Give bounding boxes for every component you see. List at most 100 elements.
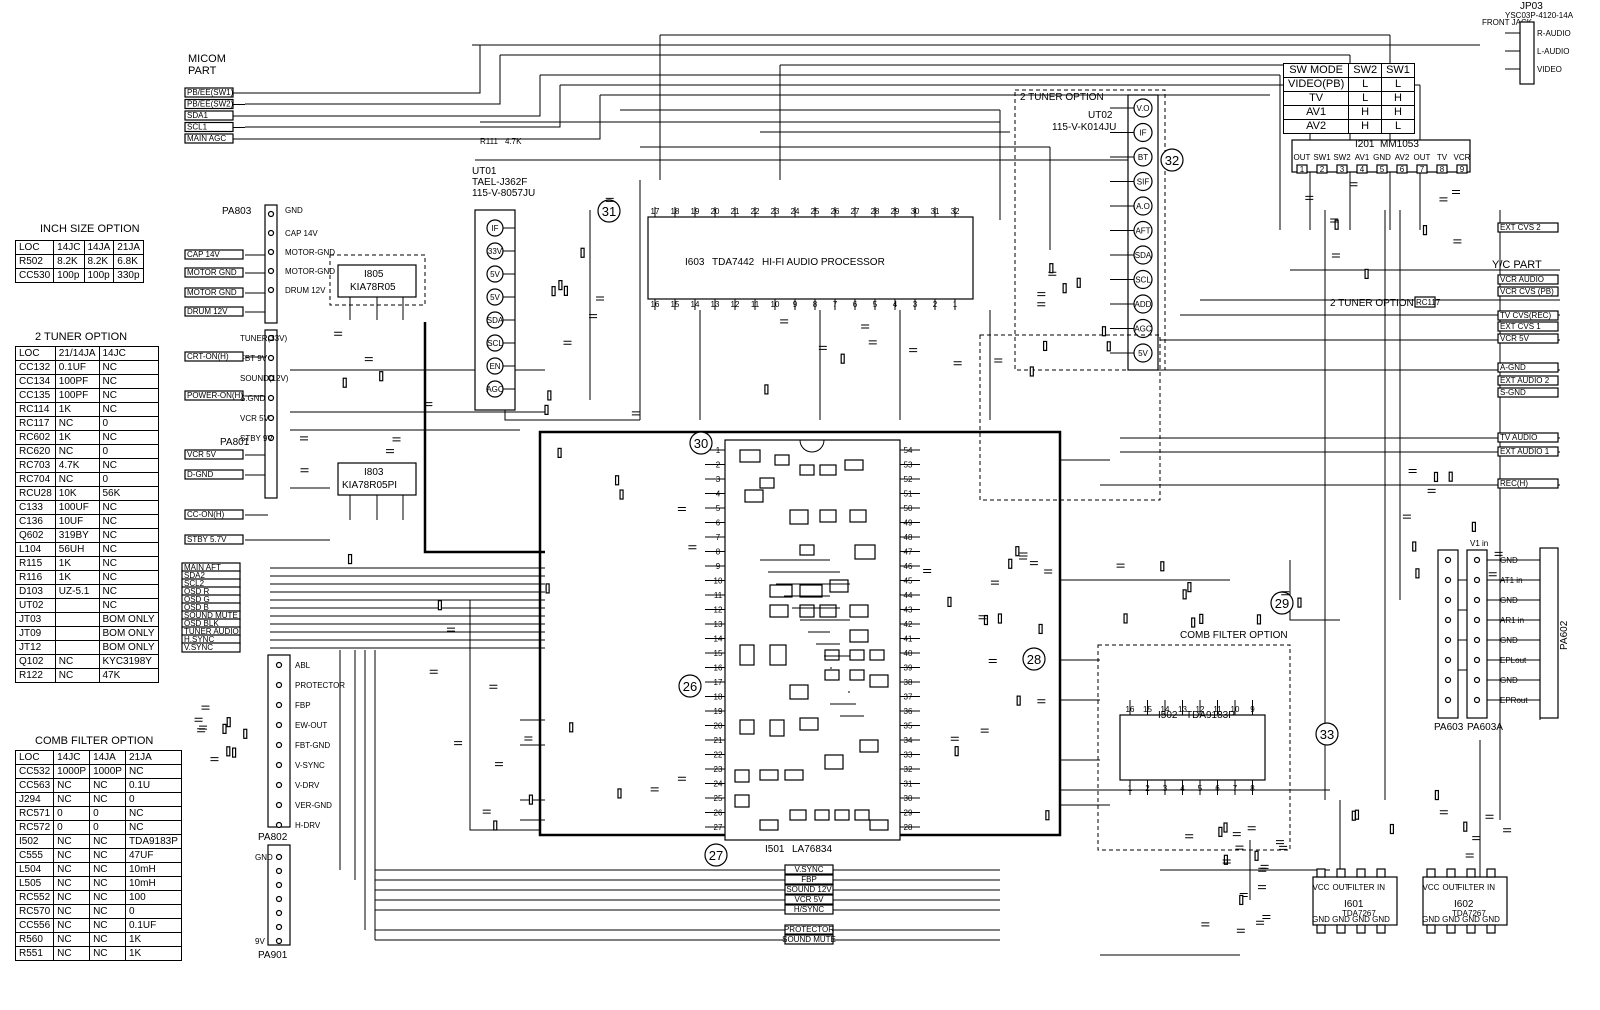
resistor	[1218, 826, 1223, 837]
pa602-body	[1539, 547, 1559, 719]
i201-pin	[1336, 164, 1348, 174]
tuner-option-row-cell: 0.1UF	[54, 360, 100, 375]
resistor	[1015, 546, 1020, 557]
i603-pin-number: 23	[771, 207, 780, 216]
connector-pin	[1473, 696, 1481, 704]
resistor	[580, 247, 585, 258]
pa603a-body	[1466, 549, 1488, 719]
resistor	[1422, 225, 1428, 236]
i201-pin-label: OUT	[1294, 153, 1311, 162]
tuner-option-row-cell: 47K	[98, 668, 159, 683]
connector-pin	[267, 210, 275, 218]
i502-pin-number: 9	[1250, 705, 1255, 714]
amp-pin	[1466, 868, 1476, 878]
i501-pin-number: 42	[904, 620, 913, 629]
amp-pin	[1376, 924, 1386, 934]
callout-number: 27	[709, 848, 723, 863]
resistor	[347, 553, 353, 565]
i501-internal-block	[834, 809, 850, 821]
inch-option-title: INCH SIZE OPTION	[40, 223, 140, 235]
i603-desc: HI-FI AUDIO PROCESSOR	[762, 257, 885, 268]
tuner-option-header-cell: 21/14JA	[54, 346, 100, 361]
tuner-option-row-cell	[54, 598, 100, 613]
i601-ref: I601	[1344, 899, 1364, 910]
comb-option-row-cell: 0	[53, 806, 91, 821]
tuner-option-row-cell: RC117	[15, 416, 56, 431]
right-signal-label: EXT CVS 1	[1500, 322, 1541, 331]
comb-option-row-cell: 0	[89, 806, 126, 821]
connector-pin-label: FBT-GND	[295, 741, 330, 750]
i201-pin-label: GND	[1373, 153, 1391, 162]
jp03-name: JP03	[1520, 1, 1543, 12]
tuner-option-row-cell: 56K	[98, 486, 159, 501]
i603-pin-number: 28	[871, 207, 880, 216]
amp-pin-label: IN	[1377, 883, 1385, 892]
comb-option-row-cell: L504	[14, 862, 55, 877]
comb-option-row-cell: NC	[53, 792, 91, 807]
inch-option-row-cell: 8.2K	[83, 254, 115, 269]
i201-pin-number: 3	[1340, 165, 1345, 174]
i501-pin-number: 38	[904, 678, 913, 687]
i603-body	[647, 216, 974, 300]
sw-mode-header-cell: SW MODE	[1282, 63, 1350, 78]
connector-pin-label: EW-OUT	[295, 721, 327, 730]
connector-pin	[1473, 556, 1481, 564]
i201-pin	[1316, 164, 1328, 174]
bottom-bus-tag	[784, 864, 834, 875]
tuner-option-header-cell: 14JC	[98, 346, 159, 361]
bottom-bus-tag	[784, 924, 834, 935]
tuner-option-row-cell: JT12	[15, 640, 56, 655]
ut01-part1: TAEL-J362F	[472, 177, 527, 188]
i502-pin-number: 10	[1231, 705, 1240, 714]
signal-tag	[184, 390, 244, 401]
connector-pin	[275, 741, 283, 749]
connector-pin-label: AR1 in	[1500, 616, 1524, 625]
i603-pin-number: 13	[711, 300, 720, 309]
comb-option-row-cell: NC	[53, 946, 91, 961]
i501-pin-number: 29	[904, 809, 913, 818]
i603-pin-number: 14	[691, 300, 700, 309]
sw-mode-row-cell: L	[1348, 91, 1383, 106]
i501-pin-number: 9	[716, 562, 721, 571]
i603-pin-number: 29	[891, 207, 900, 216]
tuner-option-row-cell: Q602	[15, 528, 56, 543]
i603-pin-number: 18	[671, 207, 680, 216]
amp-pin-label: GND	[1312, 915, 1330, 924]
callout-number: 29	[1275, 596, 1289, 611]
connector-pin-label: GND	[1500, 556, 1518, 565]
connector-pin	[267, 229, 275, 237]
i501-internal-block	[759, 819, 779, 831]
ut02-pin-label: IF	[1139, 129, 1146, 138]
resistor	[493, 820, 498, 831]
i201-pin	[1456, 164, 1468, 174]
i501-internal-block	[789, 809, 807, 821]
i501-pin-number: 18	[714, 693, 723, 702]
i501-internal-block	[869, 674, 889, 688]
i603-ref: I603	[685, 257, 705, 268]
comb-option-row-cell: RC570	[14, 904, 55, 919]
inch-option-row-cell: R502	[14, 254, 55, 269]
inch-option-header-cell: 21JA	[113, 240, 145, 255]
i603-pin-number: 15	[671, 300, 680, 309]
amp-pin	[1356, 924, 1366, 934]
i501-internal-block	[819, 604, 837, 618]
i502-pin-number: 5	[1198, 784, 1203, 793]
i502-pin-number: 3	[1163, 784, 1168, 793]
i201-pin	[1296, 164, 1308, 174]
right-signal-tag	[1497, 478, 1559, 489]
tuner-option-row-cell: Q102	[15, 654, 56, 669]
sw-mode-row-cell: AV2	[1282, 119, 1350, 134]
ut02-pin-label: A.O	[1136, 202, 1150, 211]
amp-pin-label: VCC	[1423, 883, 1440, 892]
comb-option-row-cell: NC	[53, 932, 91, 947]
comb-option-row-cell: 100	[124, 890, 182, 905]
comb-option-row-cell: NC	[89, 792, 126, 807]
resistor	[1160, 561, 1165, 572]
